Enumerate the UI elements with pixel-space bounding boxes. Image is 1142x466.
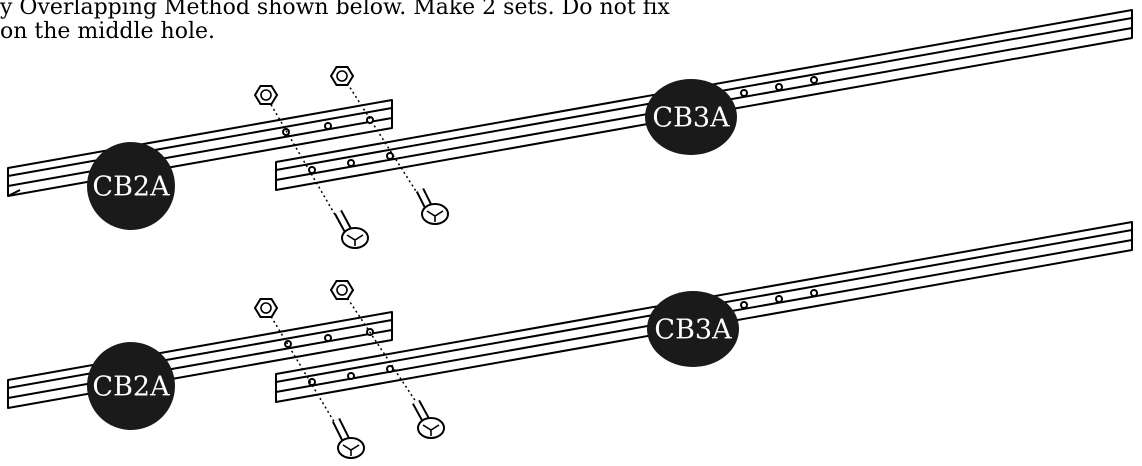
bolt-icon [334,209,369,249]
part-label-cb3a: CB3A [645,79,737,155]
channel-rail-left [7,311,393,409]
instruction-line-2: on the middle hole. [0,19,216,44]
instruction-text: y Overlapping Method shown below. Make 2… [0,0,820,44]
svg-text:CB2A: CB2A [92,372,170,403]
part-label-cb2a: CB2A [87,142,175,230]
instruction-line-1: y Overlapping Method shown below. Make 2… [0,0,670,20]
hex-nut-icon [330,280,354,300]
assembly-2: CB2A CB3A [7,221,1133,459]
svg-text:CB3A: CB3A [652,103,730,134]
bolt-icon [331,417,365,459]
svg-text:CB2A: CB2A [92,172,170,203]
bolt-icon [412,399,445,439]
hex-nut-icon [254,298,278,318]
bolt-icon [415,187,449,225]
channel-rail-left [7,99,393,197]
part-label-cb2a: CB2A [87,342,175,430]
svg-text:CB3A: CB3A [654,315,732,346]
assembly-1: CB2A CB3A [7,9,1133,249]
fastener-paths [265,289,429,441]
hex-nut-icon [254,85,278,105]
part-label-cb3a: CB3A [647,291,739,367]
fastener-paths [265,74,429,233]
hex-nut-icon [330,66,354,86]
